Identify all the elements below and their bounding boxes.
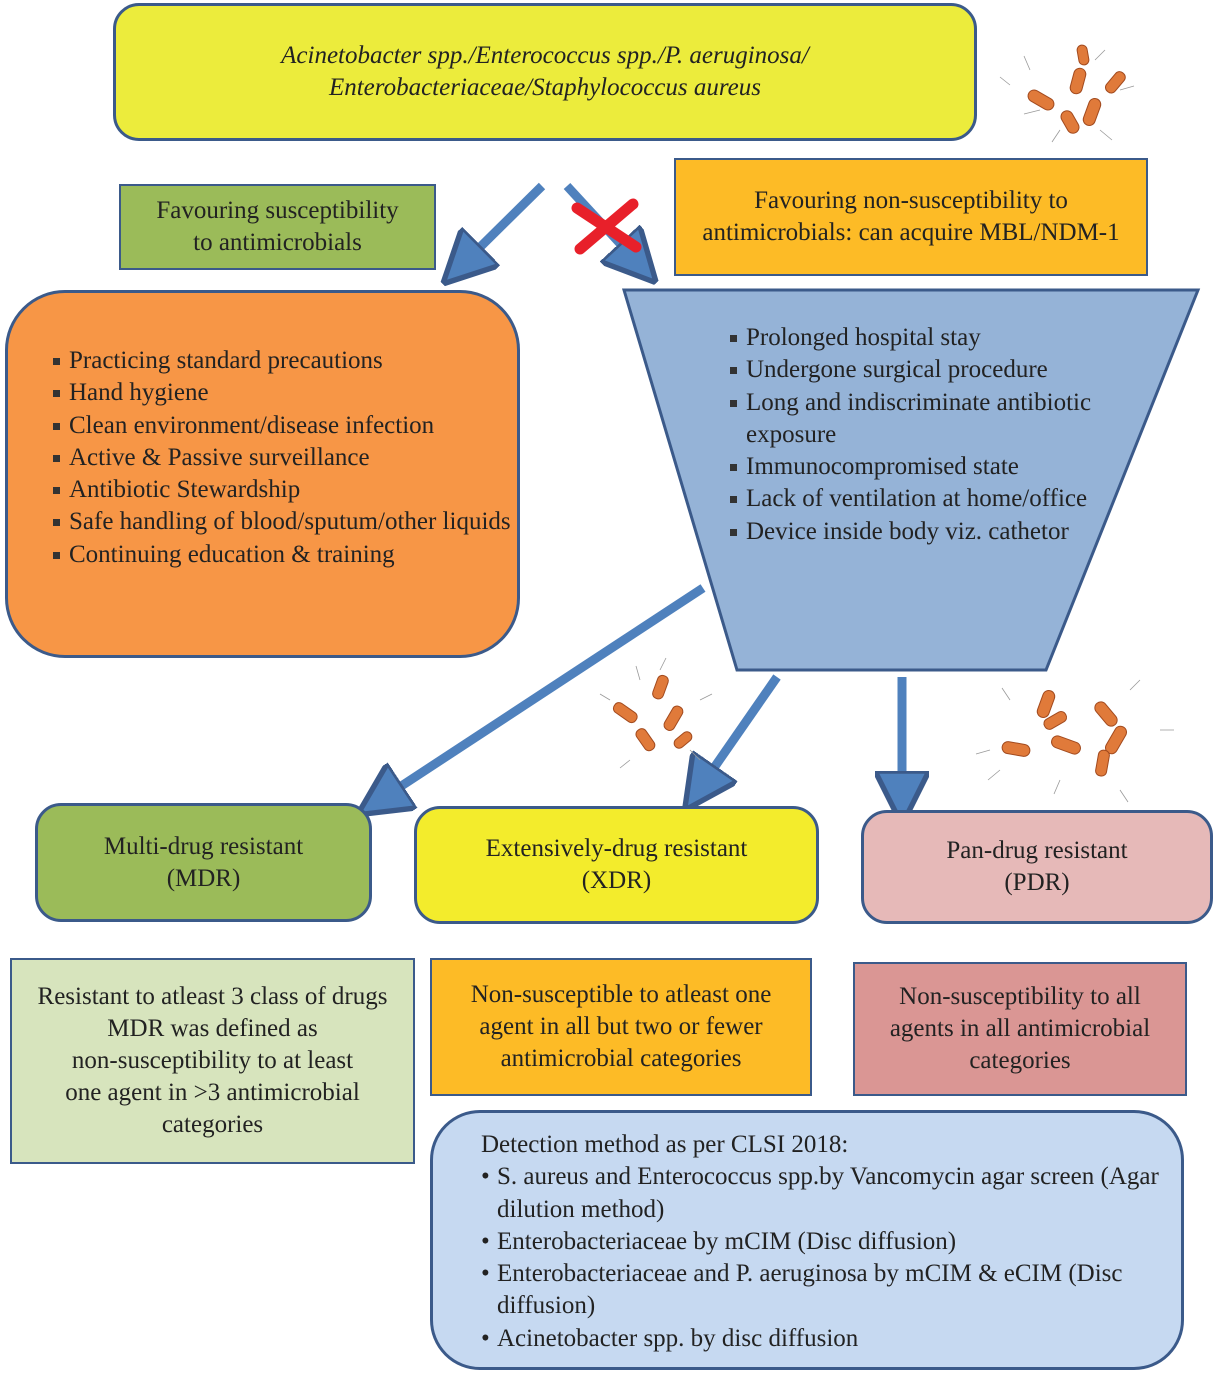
mdr-definition-line: non-susceptibility to at least bbox=[71, 1047, 354, 1074]
bacteria-cluster-icon bbox=[599, 657, 713, 769]
precaution-item: Antibiotic Stewardship bbox=[53, 474, 513, 506]
risk-factor-item: Lack of ventilation at home/office bbox=[730, 483, 1150, 515]
risk-factor-item: Undergone surgical procedure bbox=[730, 354, 1150, 386]
non-susceptibility-box: Favouring non-susceptibility to antimicr… bbox=[674, 158, 1148, 276]
mdr-abbr: (MDR) bbox=[166, 864, 241, 892]
pdr-definition-line: categories bbox=[969, 1047, 1071, 1074]
risk-factor-item: Long and indiscriminate antibiotic expos… bbox=[730, 387, 1150, 452]
detection-title: Detection method as per CLSI 2018: bbox=[481, 1131, 849, 1158]
pdr-title: Pan-drug resistant bbox=[946, 837, 1128, 864]
xdr-definition-box: Non-susceptible to atleast one agent in … bbox=[430, 958, 812, 1096]
detection-method-box: Detection method as per CLSI 2018: S. au… bbox=[430, 1110, 1184, 1370]
mdr-title: Multi-drug resistant bbox=[103, 832, 304, 860]
cross-icon bbox=[571, 198, 642, 255]
pdr-definition-box: Non-susceptibility to all agents in all … bbox=[853, 962, 1187, 1096]
detection-item: Enterobacteriaceae by mCIM (Disc diffusi… bbox=[481, 1226, 1171, 1259]
precaution-item: Safe handling of blood/sputum/other liqu… bbox=[53, 506, 513, 538]
detection-item: S. aureus and Enterococcus spp.by Vancom… bbox=[481, 1161, 1171, 1226]
precautions-list: Practicing standard precautions Hand hyg… bbox=[53, 345, 513, 571]
precaution-item: Continuing education & training bbox=[53, 539, 513, 571]
precaution-item: Active & Passive surveillance bbox=[53, 442, 513, 474]
mdr-box: Multi-drug resistant (MDR) bbox=[35, 803, 372, 922]
precaution-item: Practicing standard precautions bbox=[53, 345, 513, 377]
xdr-abbr: (XDR) bbox=[581, 867, 652, 894]
organisms-box: Acinetobacter spp./Enterococcus spp./P. … bbox=[113, 3, 977, 141]
non-susceptibility-line-1: Favouring non-susceptibility to bbox=[754, 187, 1068, 214]
susceptibility-line-2: to antimicrobials bbox=[193, 229, 362, 256]
pdr-abbr: (PDR) bbox=[1004, 869, 1070, 896]
precaution-item: Clean environment/disease infection bbox=[53, 410, 513, 442]
pdr-definition-line: Non-susceptibility to all bbox=[899, 983, 1141, 1010]
risk-factor-funnel bbox=[621, 288, 1201, 672]
precautions-box bbox=[5, 290, 520, 658]
risk-factor-item: Device inside body viz. cathetor bbox=[730, 516, 1150, 548]
xdr-definition-line: Non-susceptible to atleast one bbox=[470, 981, 772, 1008]
arrow-to-mdr bbox=[380, 584, 706, 800]
precaution-item: Hand hygiene bbox=[53, 377, 513, 409]
xdr-title: Extensively-drug resistant bbox=[485, 835, 748, 862]
bacteria-cluster-icon bbox=[999, 44, 1135, 143]
xdr-definition-line: agent in all but two or fewer bbox=[479, 1013, 763, 1040]
mdr-definition-line: one agent in >3 antimicrobial bbox=[65, 1079, 360, 1106]
xdr-box: Extensively-drug resistant (XDR) bbox=[414, 806, 819, 924]
risk-factor-item: Immunocompromised state bbox=[730, 451, 1150, 483]
xdr-definition-line: antimicrobial categories bbox=[500, 1045, 742, 1072]
mdr-definition-line: categories bbox=[161, 1111, 264, 1138]
organisms-line-1: Acinetobacter spp./Enterococcus spp./P. … bbox=[281, 42, 809, 69]
bacteria-cluster-icon bbox=[975, 679, 1174, 803]
mdr-definition-line: Resistant to atleast 3 class of drugs bbox=[37, 983, 388, 1010]
detection-item: Acinetobacter spp. by disc diffusion bbox=[481, 1323, 1171, 1356]
mdr-definition-box: Resistant to atleast 3 class of drugs MD… bbox=[10, 958, 415, 1164]
pdr-definition-line: agents in all antimicrobial bbox=[889, 1015, 1151, 1042]
risk-factor-item: Prolonged hospital stay bbox=[730, 322, 1150, 354]
risk-factors-list: Prolonged hospital stay Undergone surgic… bbox=[730, 322, 1150, 548]
susceptibility-box: Favouring susceptibility to antimicrobia… bbox=[119, 184, 436, 270]
mdr-definition-line: MDR was defined as bbox=[107, 1015, 318, 1042]
organisms-line-2: Enterobacteriaceae/Staphylococcus aureus bbox=[328, 74, 762, 101]
susceptibility-line-1: Favouring susceptibility bbox=[156, 197, 399, 224]
arrow-to-xdr bbox=[700, 674, 781, 788]
detection-item: Enterobacteriaceae and P. aeruginosa by … bbox=[481, 1258, 1171, 1323]
non-susceptibility-line-2: antimicrobials: can acquire MBL/NDM-1 bbox=[702, 219, 1120, 246]
arrow-to-susceptibility bbox=[462, 182, 546, 265]
pdr-box: Pan-drug resistant (PDR) bbox=[861, 810, 1213, 924]
